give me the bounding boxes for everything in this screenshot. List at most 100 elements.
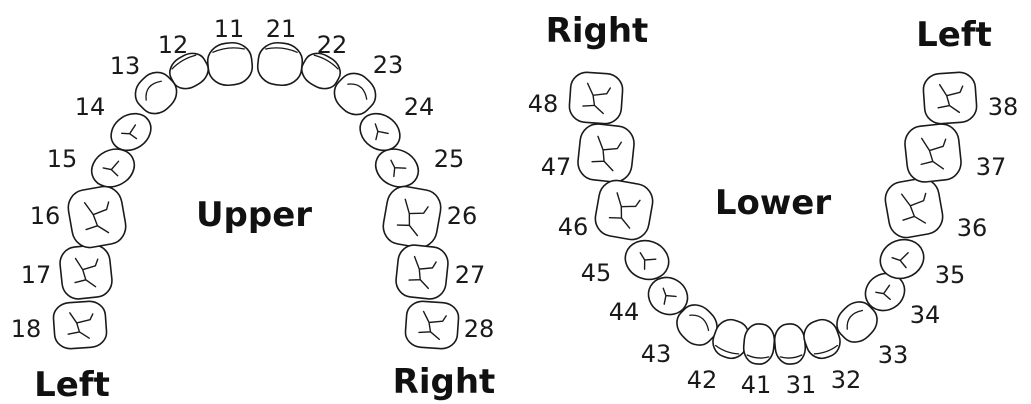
tooth-crown	[395, 244, 449, 300]
upper-tooth-21	[256, 41, 304, 87]
tooth-fissure	[920, 137, 947, 170]
lower-tooth-38	[922, 71, 978, 125]
upper-tooth-14	[110, 112, 152, 152]
tooth-fissure	[408, 255, 437, 290]
upper-tooth-number-17: 17	[21, 261, 52, 289]
lower-tooth-34	[864, 272, 906, 312]
tooth-incisal-edge	[746, 354, 770, 359]
upper-tooth-number-12: 12	[158, 31, 189, 59]
lower-side-left-label: Right	[546, 11, 649, 51]
tooth-fissure	[374, 123, 389, 141]
tooth-incisal-edge	[171, 54, 197, 70]
upper-tooth-number-28: 28	[464, 315, 495, 343]
tooth-crown	[904, 123, 962, 183]
tooth-crown	[836, 301, 878, 343]
lower-tooth-number-35: 35	[935, 261, 966, 289]
upper-tooth-13	[134, 71, 178, 115]
tooth-crown	[52, 300, 108, 350]
tooth-fissure	[83, 201, 110, 234]
tooth-fissure	[121, 124, 138, 140]
upper-tooth-number-24: 24	[404, 93, 435, 121]
lower-tooth-46	[594, 179, 654, 241]
tooth-incisal-edge	[813, 344, 839, 355]
upper-tooth-number-13: 13	[110, 52, 141, 80]
lower-title: Lower	[715, 183, 831, 223]
tooth-crown	[676, 304, 718, 346]
upper-tooth-number-18: 18	[11, 315, 42, 343]
tooth-fissure	[591, 135, 622, 172]
lower-tooth-number-45: 45	[581, 259, 612, 287]
upper-tooth-27	[395, 244, 449, 300]
upper-tooth-number-23: 23	[373, 51, 404, 79]
tooth-incisal-edge	[212, 47, 245, 53]
tooth-fissure	[608, 192, 641, 229]
lower-tooth-48	[568, 71, 624, 125]
upper-tooth-number-22: 22	[317, 31, 348, 59]
upper-tooth-15	[90, 148, 136, 188]
tooth-incisal-edge	[265, 47, 298, 53]
lower-tooth-number-36: 36	[957, 214, 988, 242]
tooth-crown	[382, 185, 442, 249]
tooth-fissure	[67, 312, 94, 339]
upper-tooth-12	[169, 52, 209, 90]
upper-tooth-number-16: 16	[30, 202, 61, 230]
tooth-crown	[67, 185, 127, 249]
tooth-crown	[594, 179, 654, 241]
tooth-crown	[568, 71, 624, 125]
lower-tooth-number-42: 42	[687, 366, 718, 394]
upper-tooth-25	[374, 148, 420, 188]
upper-tooth-22	[301, 52, 341, 90]
tooth-crown	[134, 71, 178, 115]
lower-tooth-35	[879, 238, 925, 280]
upper-tooth-number-14: 14	[75, 93, 106, 121]
tooth-cusp-line	[846, 309, 864, 330]
tooth-crown	[577, 123, 635, 183]
upper-tooth-number-11: 11	[214, 15, 245, 43]
upper-tooth-11	[206, 41, 254, 87]
lower-tooth-number-33: 33	[878, 341, 909, 369]
lower-tooth-37	[904, 123, 962, 183]
tooth-crown	[333, 72, 377, 116]
lower-tooth-number-48: 48	[528, 90, 559, 118]
lower-side-right-label: Left	[916, 15, 992, 55]
tooth-crown	[59, 244, 113, 300]
tooth-fissure	[875, 284, 891, 301]
lower-tooth-number-32: 32	[831, 366, 862, 394]
tooth-crown	[803, 318, 841, 360]
upper-side-right-label: Right	[393, 362, 496, 402]
upper-tooth-17	[59, 244, 113, 300]
lower-tooth-43	[676, 304, 718, 346]
tooth-crown	[742, 323, 776, 365]
tooth-incisal-edge	[313, 54, 339, 70]
tooth-fissure	[390, 159, 407, 178]
tooth-crown	[773, 323, 807, 365]
lower-tooth-45	[624, 239, 670, 281]
tooth-fissure	[901, 192, 927, 224]
lower-tooth-number-46: 46	[558, 213, 589, 241]
lower-tooth-31	[773, 323, 807, 365]
tooth-fissure	[418, 310, 447, 341]
upper-tooth-number-15: 15	[47, 145, 78, 173]
tooth-fissure	[74, 257, 99, 288]
tooth-crown	[884, 177, 944, 239]
upper-tooth-28	[404, 300, 460, 350]
tooth-fissure	[639, 252, 657, 270]
lower-tooth-number-34: 34	[910, 301, 941, 329]
tooth-fissure	[582, 82, 611, 115]
tooth-crown	[404, 300, 460, 350]
tooth-cusp-line	[347, 83, 368, 100]
lower-tooth-44	[647, 276, 689, 316]
lower-tooth-33	[836, 301, 878, 343]
upper-tooth-26	[382, 185, 442, 249]
lower-tooth-number-47: 47	[541, 153, 572, 181]
tooth-crown	[206, 41, 254, 87]
tooth-crown	[922, 71, 978, 125]
upper-tooth-number-25: 25	[434, 145, 465, 173]
upper-side-left-label: Left	[34, 365, 110, 404]
upper-tooth-number-26: 26	[447, 202, 478, 230]
upper-title: Upper	[196, 195, 312, 235]
lower-tooth-number-41: 41	[741, 371, 772, 399]
tooth-fissure	[396, 198, 429, 237]
